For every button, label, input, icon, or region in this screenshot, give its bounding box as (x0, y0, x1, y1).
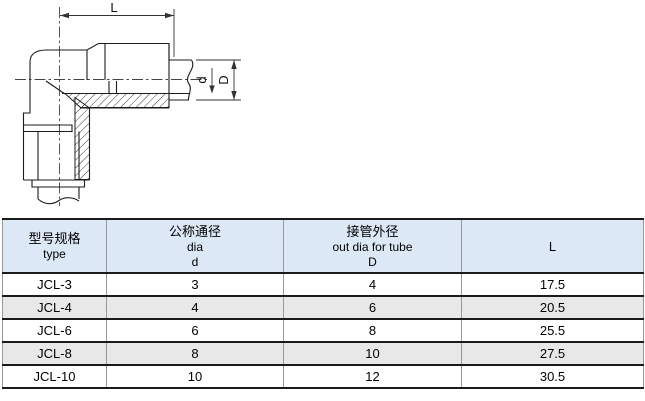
header-dia: 公称通径 dia d (106, 219, 284, 273)
cell-L: 27.5 (461, 342, 644, 365)
header-length: L (461, 219, 644, 273)
cell-d: 3 (106, 273, 284, 296)
elbow-fitting-drawing: L d D (15, 0, 241, 206)
fitting-outline (22, 42, 194, 205)
header-out-dia: 接管外径 out dia for tube D (283, 219, 462, 273)
arrowhead-left (60, 12, 69, 19)
table-row: JCL-10 10 12 30.5 (2, 365, 644, 388)
cell-L: 20.5 (461, 296, 644, 319)
header-dia-en: dia (186, 239, 203, 254)
header-length-symbol: L (548, 238, 557, 254)
header-out-dia-en: out dia for tube (332, 239, 413, 254)
centerlines (15, 7, 209, 206)
table-row: JCL-4 4 6 20.5 (2, 296, 644, 319)
dim-L-label: L (110, 0, 117, 15)
tube-break-line-bottom (37, 197, 80, 205)
cell-L: 30.5 (461, 365, 644, 388)
arrowhead-d (209, 85, 215, 94)
tube-break-line-right (187, 59, 194, 101)
header-dia-zh: 公称通径 (168, 223, 221, 239)
cell-d: 10 (106, 365, 284, 388)
header-type: 型号规格 type (2, 219, 107, 273)
arrowhead-down (231, 91, 237, 100)
table-row: JCL-6 6 8 25.5 (2, 319, 644, 342)
cell-D: 12 (283, 365, 462, 388)
cell-d: 6 (106, 319, 284, 342)
cell-type: JCL-3 (2, 273, 107, 296)
section-hatching (63, 93, 170, 180)
cell-L: 17.5 (461, 273, 644, 296)
cell-type: JCL-6 (2, 319, 107, 342)
cell-type: JCL-8 (2, 342, 107, 365)
cell-D: 6 (283, 296, 462, 319)
cell-D: 4 (283, 273, 462, 296)
arrowhead-up (231, 60, 237, 69)
header-out-dia-symbol: D (368, 254, 377, 269)
table-row: JCL-8 8 10 27.5 (2, 342, 644, 365)
header-type-en: type (43, 247, 66, 261)
spec-table: 型号规格 type 公称通径 dia d 接管外径 out dia for tu… (2, 218, 644, 389)
table-row: JCL-3 3 4 17.5 (2, 273, 644, 296)
header-out-dia-zh: 接管外径 (346, 223, 399, 239)
cell-L: 25.5 (461, 319, 644, 342)
dimension-dD (196, 59, 241, 101)
dim-d-label: d (194, 76, 209, 83)
cell-d: 8 (106, 342, 284, 365)
cell-D: 8 (283, 319, 462, 342)
cell-type: JCL-10 (2, 365, 107, 388)
dimension-L (60, 9, 175, 57)
header-type-zh: 型号规格 (28, 231, 81, 246)
arrowhead-right (165, 12, 174, 19)
table-header-row: 型号规格 type 公称通径 dia d 接管外径 out dia for tu… (2, 219, 644, 273)
header-dia-symbol: d (191, 254, 199, 269)
cell-type: JCL-4 (2, 296, 107, 319)
cell-D: 10 (283, 342, 462, 365)
cell-d: 4 (106, 296, 284, 319)
dim-D-label: D (216, 75, 231, 84)
